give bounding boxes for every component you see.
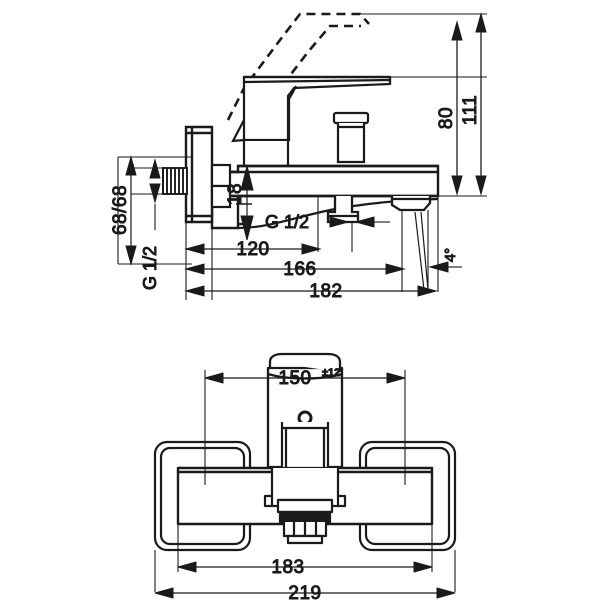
arrow-80-bottom	[451, 175, 463, 196]
dimension-183: 183	[177, 557, 433, 579]
dim-label-80: 80	[436, 107, 457, 129]
cartridge-neck	[280, 422, 330, 470]
dimension-angle-4deg: 4°	[414, 211, 462, 291]
union-nuts	[210, 163, 232, 209]
threaded-nipple-g12	[162, 167, 188, 195]
arrow-111-bottom	[475, 175, 487, 196]
arrow-g12-left-top	[149, 158, 161, 179]
dimension-150: 150 ±12	[204, 367, 406, 390]
arrow-111-top	[475, 12, 487, 33]
dim-label-183: 183	[271, 557, 304, 578]
wall-escutcheon-left	[184, 125, 214, 224]
arrow-150-left	[204, 372, 224, 384]
arrow-6868-bottom	[125, 245, 137, 266]
arrow-166-right	[385, 263, 406, 275]
dim-label-120: 120	[236, 239, 269, 260]
arrow-183-right	[413, 561, 433, 573]
front-elevation-view: 150 ±12 183 219	[153, 352, 457, 603]
diverter-collar	[263, 468, 347, 514]
arrow-4deg	[428, 261, 449, 273]
arrow-80-top	[451, 20, 463, 41]
arrow-182-right	[417, 285, 438, 297]
dimension-182: 182	[184, 281, 438, 303]
dimension-219: 219	[154, 583, 456, 603]
lever-handle	[231, 75, 392, 143]
arrow-120-left	[184, 243, 205, 255]
side-elevation-view: 80 111 68/68 G 1/2	[110, 12, 487, 303]
arrow-219-right	[436, 587, 456, 599]
dim-label-18: 18	[225, 183, 246, 205]
dimension-120: 120	[184, 239, 322, 261]
arrow-182-left	[184, 285, 205, 297]
dim-label-150-tolerance: ±12	[322, 367, 340, 379]
handshower-connector	[278, 510, 332, 545]
arrow-g12-left-bottom	[149, 183, 161, 204]
diverter-knob	[332, 111, 370, 164]
arrow-18-bottom	[240, 215, 254, 241]
arrow-166-left	[184, 263, 205, 275]
dim-label-g12-center: G 1/2	[265, 212, 309, 232]
dim-label-150: 150	[278, 368, 311, 389]
arrow-150-right	[386, 372, 406, 384]
dimension-lines-front	[154, 370, 456, 592]
dimension-lines	[117, 13, 487, 300]
dim-label-4deg: 4°	[442, 248, 459, 262]
dim-label-219: 219	[288, 583, 321, 603]
spout-aerator	[390, 196, 432, 212]
arrow-18-top	[240, 165, 254, 191]
dim-label-68-68: 68/68	[110, 185, 131, 235]
dim-label-166: 166	[283, 259, 316, 280]
arrow-120-right	[301, 243, 322, 255]
dimension-166: 166	[184, 259, 406, 281]
dim-label-182: 182	[309, 281, 342, 302]
dim-label-111: 111	[460, 95, 481, 125]
arrow-219-left	[154, 587, 174, 599]
dim-label-g12-left: G 1/2	[140, 246, 160, 290]
arrow-g12-center-left	[329, 216, 350, 228]
arrow-6868-top	[125, 155, 137, 176]
arrow-183-left	[177, 561, 197, 573]
